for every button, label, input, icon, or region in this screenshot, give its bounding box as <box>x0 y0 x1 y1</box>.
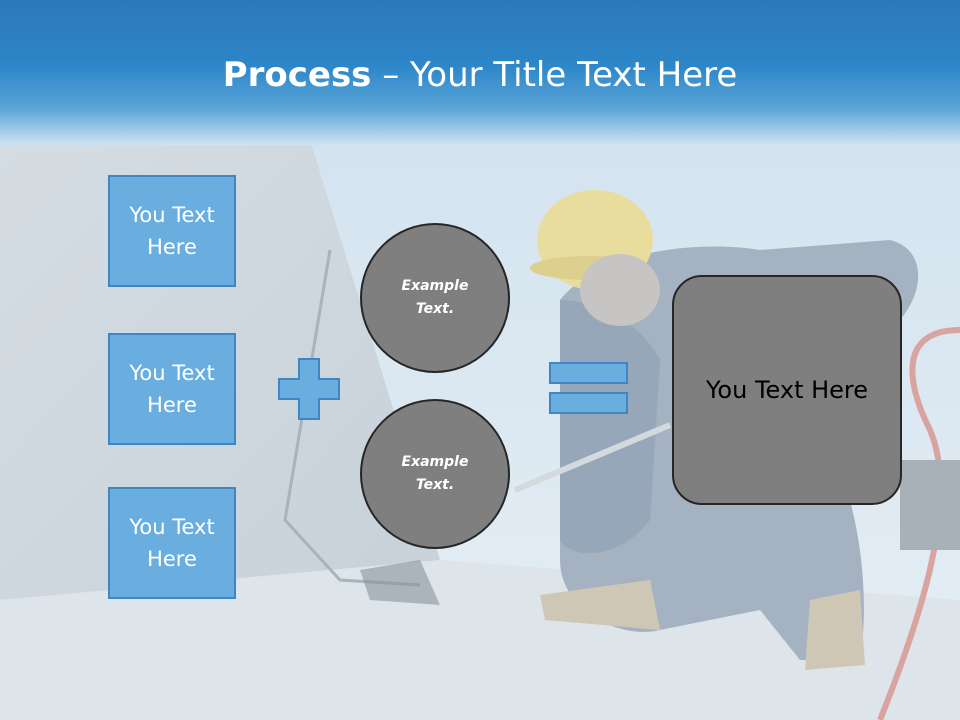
plus-icon <box>278 358 340 420</box>
title-rest: – Your Title Text Here <box>371 55 738 95</box>
slide-title: Process – Your Title Text Here <box>0 52 960 98</box>
title-banner <box>0 0 960 145</box>
text-box-label: You Text Here <box>129 515 215 571</box>
circle-label: Example Text. <box>401 278 469 317</box>
result-label: You Text Here <box>705 376 869 404</box>
result-box[interactable]: You Text Here <box>672 275 902 505</box>
text-box-label: You Text Here <box>129 203 215 259</box>
text-box-2[interactable]: You Text Here <box>108 333 236 445</box>
circle-label: Example Text. <box>401 454 469 493</box>
example-circle-2[interactable]: Example Text. <box>360 399 510 549</box>
title-bold: Process <box>222 55 372 95</box>
text-box-label: You Text Here <box>129 361 215 417</box>
text-box-3[interactable]: You Text Here <box>108 487 236 599</box>
equals-icon <box>549 362 628 414</box>
text-box-1[interactable]: You Text Here <box>108 175 236 287</box>
example-circle-1[interactable]: Example Text. <box>360 223 510 373</box>
